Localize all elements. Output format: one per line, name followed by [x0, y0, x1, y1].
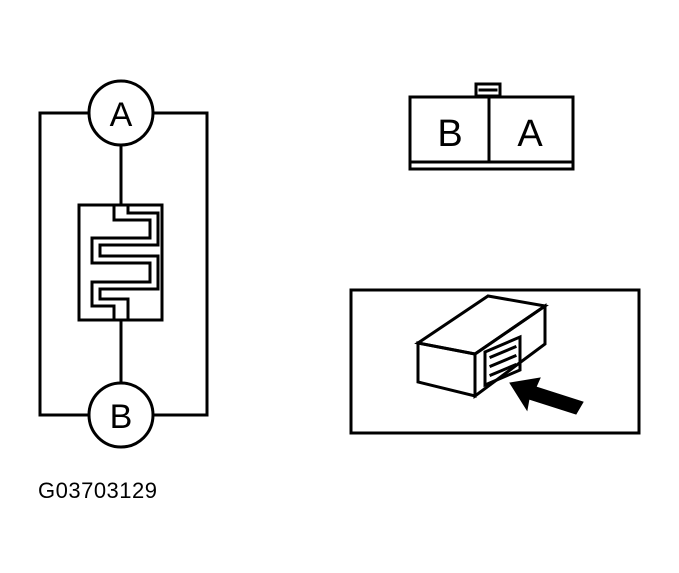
- terminal-a-circle: [87, 79, 155, 147]
- plug-rib-2: [489, 354, 517, 368]
- location-inset: [349, 288, 641, 435]
- module-front-face: [416, 341, 477, 398]
- plug-rib-1: [489, 345, 517, 359]
- connector-body: [408, 95, 575, 171]
- module-connector-plug: [483, 334, 522, 388]
- terminal-b-label: B: [110, 398, 133, 436]
- module-side-face: [473, 303, 547, 399]
- pointer-arrow-icon: [509, 377, 584, 415]
- terminal-b-circle: [87, 381, 155, 449]
- element-schematic: [38, 79, 209, 449]
- serpentine-grid: [90, 203, 160, 322]
- figure-id: G03703129: [38, 478, 158, 503]
- inset-frame: [349, 288, 641, 435]
- connector-face: [408, 82, 575, 171]
- plug-rib-3: [489, 363, 517, 377]
- terminal-a-label: A: [110, 96, 133, 134]
- right-loop-wire: [151, 111, 209, 417]
- connector-pin-b-label: B: [437, 113, 462, 155]
- connector-pin-a-label: A: [517, 113, 543, 155]
- left-loop-wire: [38, 111, 92, 417]
- element-housing: [77, 203, 164, 322]
